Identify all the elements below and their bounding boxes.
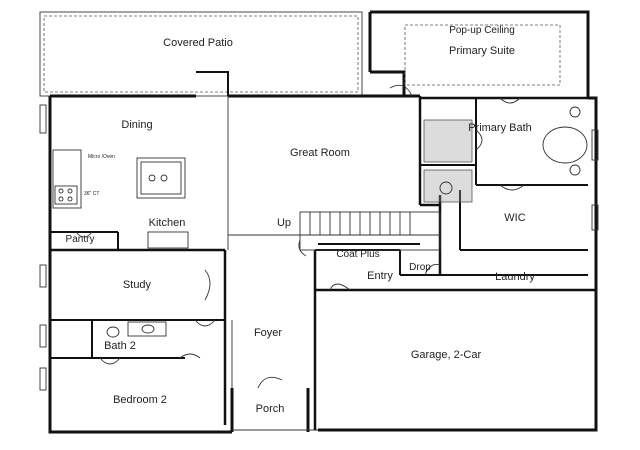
wic-label: WIC: [504, 212, 525, 224]
covered-patio-label: Covered Patio: [163, 37, 233, 49]
kitchen-island: [136, 157, 186, 199]
primary-bath-label: Primary Bath: [468, 122, 532, 134]
popup-ceiling-outline: [404, 24, 561, 86]
pantry-label: Pantry: [66, 234, 95, 245]
stairs-up-label: Up: [277, 217, 291, 229]
great-room-label: Great Room: [290, 147, 350, 159]
exterior-walls: [48, 10, 598, 434]
kitchen-counters: [52, 149, 189, 249]
covered-patio-outline: [39, 11, 363, 97]
bath-fixtures: [106, 106, 588, 338]
micro-oven-label: Micro /Oven: [88, 154, 115, 160]
interior-walls: [50, 96, 596, 430]
drop-label: Drop: [409, 262, 431, 273]
kitchen-label: Kitchen: [149, 217, 186, 229]
foyer-label: Foyer: [254, 327, 282, 339]
cooktop-label: 36" CT: [84, 191, 99, 197]
popup-ceiling-label: Pop-up Ceiling: [449, 25, 515, 36]
staircase: [299, 211, 441, 251]
garage-label: Garage, 2-Car: [411, 349, 482, 361]
porch-label: Porch: [256, 403, 285, 415]
bedroom-2-label: Bedroom 2: [113, 394, 167, 406]
bath-2-label: Bath 2: [104, 340, 136, 352]
primary-suite-label: Primary Suite: [449, 45, 515, 57]
windows: [39, 104, 599, 391]
entry-label: Entry: [367, 270, 393, 282]
coat-plus-label: Coat Plus: [336, 249, 379, 260]
laundry-label: Laundry: [495, 271, 535, 283]
door-swings: [75, 84, 525, 389]
study-label: Study: [123, 279, 152, 291]
dining-label: Dining: [121, 119, 152, 131]
